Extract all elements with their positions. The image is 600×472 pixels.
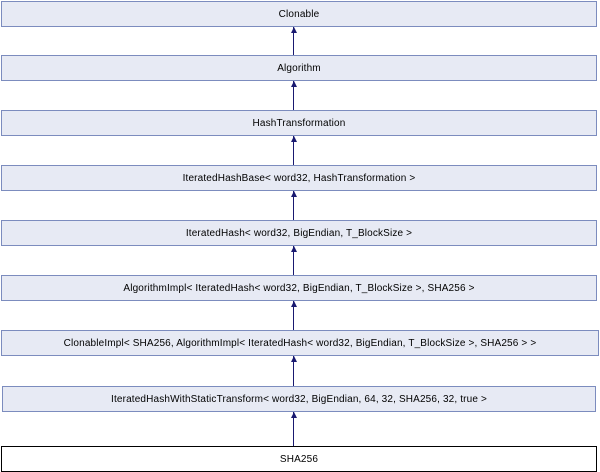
- inheritance-edge-iteratedhash-to-iteratedhashbase: [293, 191, 294, 220]
- class-node-iteratedhash[interactable]: IteratedHash< word32, BigEndian, T_Block…: [1, 220, 597, 246]
- arrowhead-icon: [291, 356, 297, 362]
- class-node-label: HashTransformation: [252, 117, 346, 129]
- arrowhead-icon: [291, 246, 297, 252]
- class-node-label: ClonableImpl< SHA256, AlgorithmImpl< Ite…: [63, 337, 537, 349]
- class-node-label: Algorithm: [277, 62, 321, 74]
- class-node-sha256[interactable]: SHA256: [1, 446, 597, 472]
- class-node-label: IteratedHashBase< word32, HashTransforma…: [182, 172, 416, 184]
- class-node-iteratedhashwithstatictransform[interactable]: IteratedHashWithStaticTransform< word32,…: [2, 386, 596, 412]
- class-node-label: IteratedHashWithStaticTransform< word32,…: [111, 393, 487, 405]
- inheritance-edge-sha256-to-iteratedhashwithstatictransform: [293, 412, 294, 446]
- arrowhead-icon: [291, 81, 297, 87]
- inheritance-edge-iteratedhashbase-to-hashtransformation: [293, 136, 294, 165]
- arrowhead-icon: [291, 27, 297, 33]
- class-node-label: Clonable: [278, 8, 320, 20]
- class-node-label: AlgorithmImpl< IteratedHash< word32, Big…: [123, 282, 475, 294]
- arrowhead-icon: [291, 301, 297, 307]
- class-node-algorithm[interactable]: Algorithm: [1, 55, 597, 81]
- class-node-hashtransformation[interactable]: HashTransformation: [1, 110, 597, 136]
- inheritance-edge-clonableimpl-to-algorithmimpl: [293, 301, 294, 330]
- arrowhead-icon: [291, 136, 297, 142]
- arrowhead-icon: [291, 191, 297, 197]
- class-node-clonableimpl[interactable]: ClonableImpl< SHA256, AlgorithmImpl< Ite…: [1, 330, 599, 356]
- class-node-label: IteratedHash< word32, BigEndian, T_Block…: [185, 227, 413, 239]
- class-node-label: SHA256: [279, 453, 319, 465]
- inheritance-edge-hashtransformation-to-algorithm: [293, 81, 294, 110]
- inheritance-edge-algorithm-to-clonable: [293, 27, 294, 55]
- class-node-iteratedhashbase[interactable]: IteratedHashBase< word32, HashTransforma…: [1, 165, 597, 191]
- class-node-algorithmimpl[interactable]: AlgorithmImpl< IteratedHash< word32, Big…: [1, 275, 597, 301]
- inheritance-edge-algorithmimpl-to-iteratedhash: [293, 246, 294, 275]
- class-node-clonable[interactable]: Clonable: [1, 1, 597, 27]
- arrowhead-icon: [291, 412, 297, 418]
- inheritance-edge-iteratedhashwithstatictransform-to-clonableimpl: [293, 356, 294, 386]
